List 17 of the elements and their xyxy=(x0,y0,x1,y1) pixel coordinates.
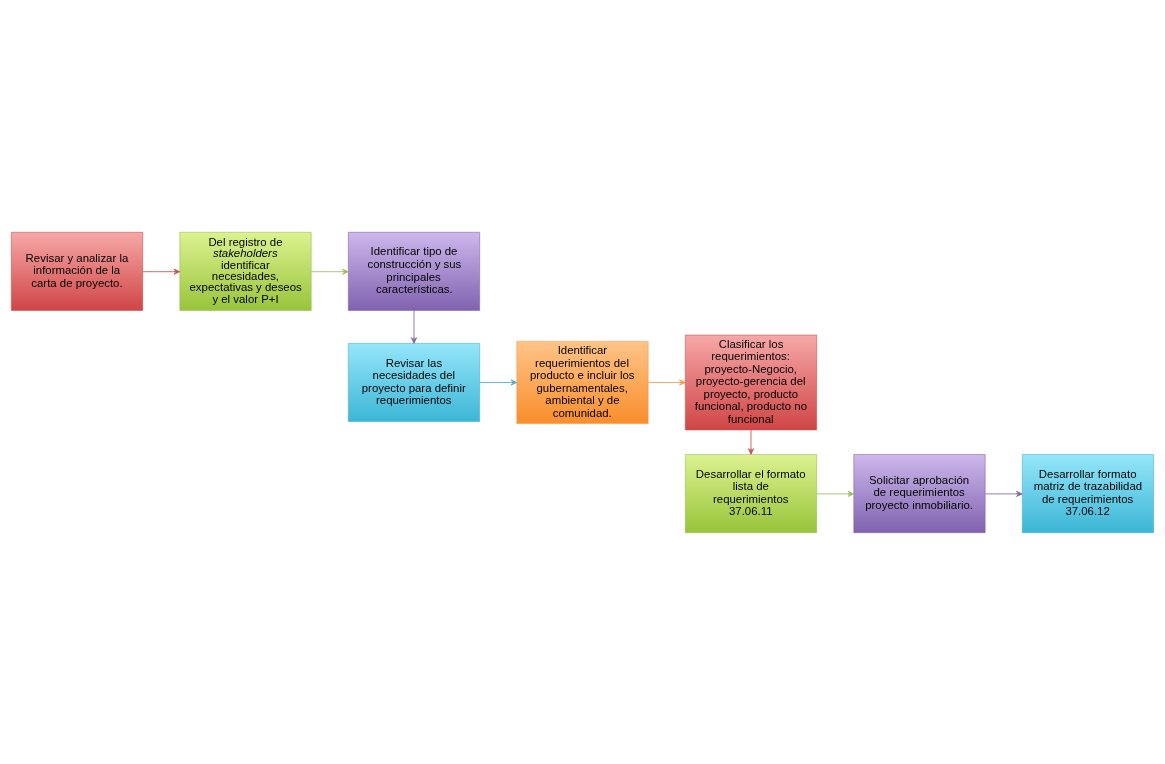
arrow xyxy=(479,379,518,385)
node-box: Clasificar los requerimientos: proyecto-Negocio, proyecto-gerencia del proyecto, producto funcional, producto no funcional xyxy=(685,334,817,430)
node-box: Del registro de stakeholders identificar necesidades, expectativas y deseos y el valor P+I xyxy=(179,231,312,311)
node-box: Identificar requerimientos del producto e incluir los gubernamentales, ambiental y de comunidad. xyxy=(516,340,649,424)
node-box: Desarrollar formato matriz de trazabilidad de requerimientos 37.06.12 xyxy=(1022,453,1154,533)
arrow xyxy=(310,268,349,275)
node-box: Revisar y analizar la información de la carta de proyecto. xyxy=(11,231,143,311)
node-box: Desarrollar el formato lista de requerimientos 37.06.11 xyxy=(685,453,817,533)
arrow xyxy=(816,490,855,497)
arrow xyxy=(984,490,1023,497)
arrow xyxy=(647,379,686,385)
node-box: Revisar las necesidades del proyecto para definir requerimientos xyxy=(348,342,480,422)
arrow xyxy=(142,268,181,275)
arrow xyxy=(748,429,754,455)
node-box: Solicitar aprobación de requerimientos proyecto inmobiliario. xyxy=(853,453,986,533)
node-box: Identificar tipo de construcción y sus principales características. xyxy=(348,231,480,311)
arrow xyxy=(411,309,417,344)
